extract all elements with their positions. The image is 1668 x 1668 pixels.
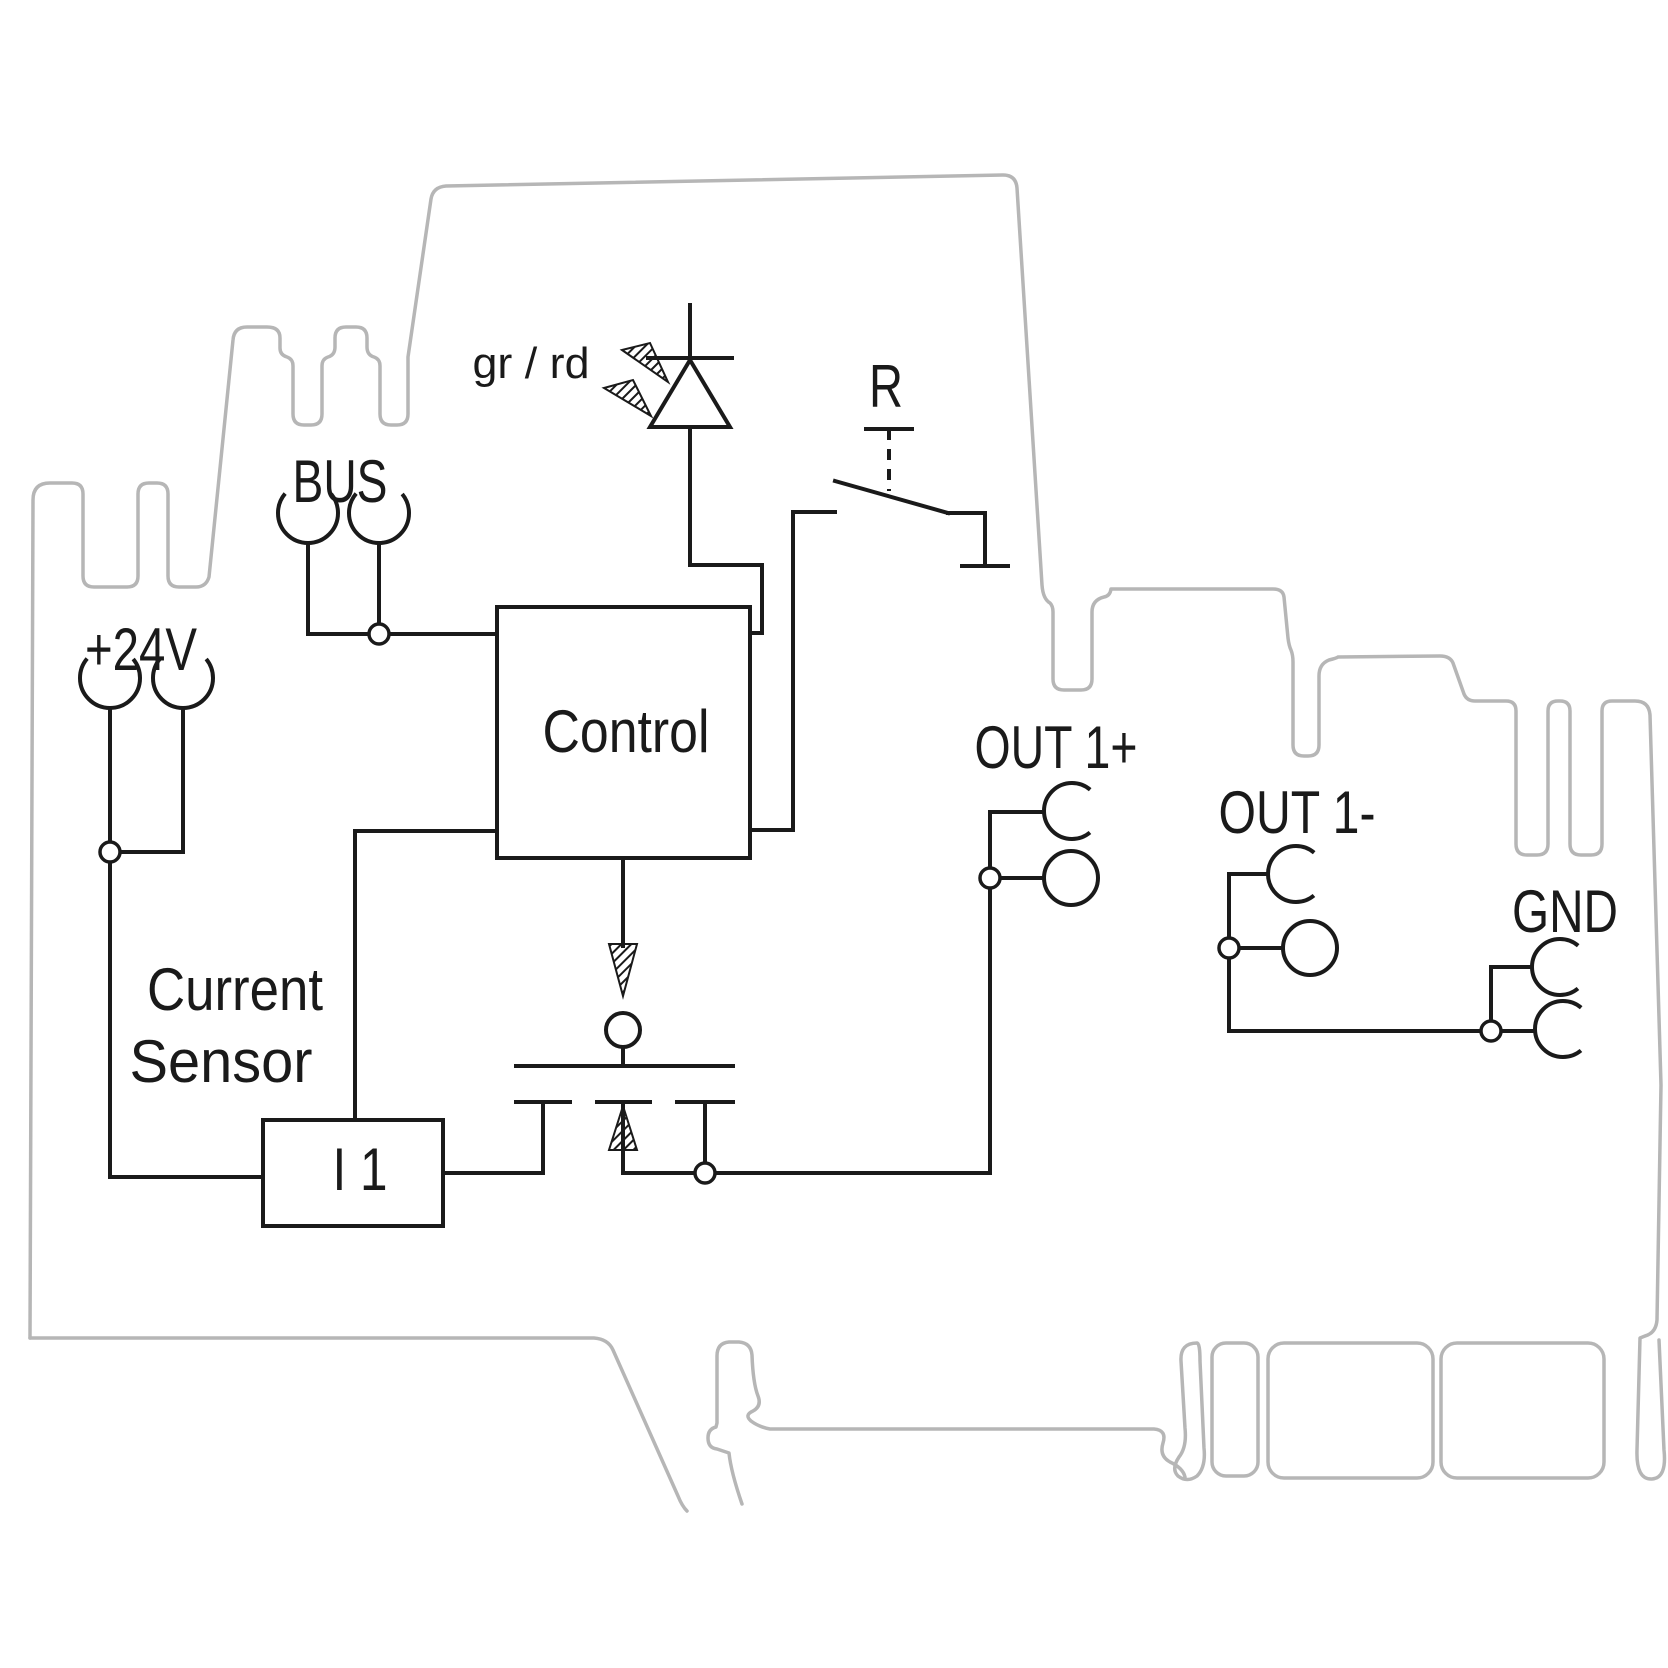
out1-plus-terminal-group: OUT 1+: [975, 714, 1138, 907]
control-box: [495, 605, 752, 860]
din-rail-clip-curl: [1173, 1341, 1207, 1482]
out1-minus-clamp-terminal: [1266, 844, 1326, 904]
din-rail-segment-2: [1439, 1341, 1606, 1480]
housing-main-contour: [28, 173, 1667, 1481]
out1-minus-screw-terminal: [1281, 919, 1339, 977]
wire-control-to-i1: [353, 829, 499, 1122]
photo-gate-circle: [604, 1011, 642, 1049]
housing-bottom-edge: [28, 1336, 689, 1513]
mosfet-symbol: [441, 810, 1046, 1175]
led-symbol: gr / rd: [473, 303, 764, 635]
housing-outline: [28, 173, 1667, 1513]
reset-switch-symbol: R: [748, 353, 1010, 832]
gnd-clamp-terminal-upper: [1530, 937, 1590, 997]
din-rail-segment-1: [1266, 1341, 1435, 1480]
gnd-terminal-group: GND: [1489, 878, 1618, 1059]
out1-minus-terminal-group: OUT 1-: [1219, 779, 1493, 1033]
body-diode-arrow-up: [607, 1102, 639, 1151]
junction-out1-plus: [978, 866, 1002, 890]
led-color-label: gr / rd: [473, 339, 590, 388]
out1-plus-screw-terminal: [1042, 849, 1100, 907]
gnd-label: GND: [1512, 878, 1618, 945]
din-rail-segment-small: [1210, 1341, 1260, 1478]
current-sensor-group: Current Sensor I 1: [130, 829, 499, 1228]
out1-minus-label: OUT 1-: [1219, 779, 1376, 846]
junction-mosfet-output: [693, 1161, 717, 1185]
wire-reset-left-to-control: [748, 510, 837, 832]
control-block: Control: [495, 605, 752, 860]
drive-light-arrow-down: [607, 943, 639, 1000]
reset-blade: [832, 478, 951, 516]
control-label: Control: [543, 698, 710, 765]
out1-plus-clamp-terminal: [1042, 781, 1102, 841]
reset-label: R: [869, 353, 903, 420]
supply-terminal-group: +24V: [78, 616, 265, 1179]
out1-plus-label: OUT 1+: [975, 714, 1138, 781]
junction-supply: [98, 840, 122, 864]
current-sensor-label-line2: Sensor: [130, 1028, 313, 1095]
junction-bus: [367, 622, 391, 646]
led-light-arrow-2: [601, 378, 654, 419]
wire-supply-to-i1: [108, 850, 265, 1179]
led-light-arrow-1: [619, 341, 671, 385]
current-sensor-label-line1: Current: [147, 956, 323, 1023]
current-input-label: I 1: [333, 1136, 388, 1203]
current-input-box: [261, 1118, 445, 1228]
bus-label: BUS: [293, 448, 388, 515]
wire-led-to-control: [688, 425, 764, 635]
wire-reset-right: [946, 511, 987, 568]
junction-out1-minus: [1217, 936, 1241, 960]
wire-supply-right: [108, 706, 185, 854]
junction-points: [98, 622, 1503, 1185]
wire-output-bus: [621, 810, 1046, 1175]
gnd-clamp-terminal-lower: [1533, 999, 1593, 1059]
wire-source-to-i1: [441, 1100, 545, 1175]
bus-terminal-group: BUS: [276, 448, 499, 636]
housing-foot-latch: [706, 1340, 1187, 1506]
junction-gnd: [1479, 1019, 1503, 1043]
